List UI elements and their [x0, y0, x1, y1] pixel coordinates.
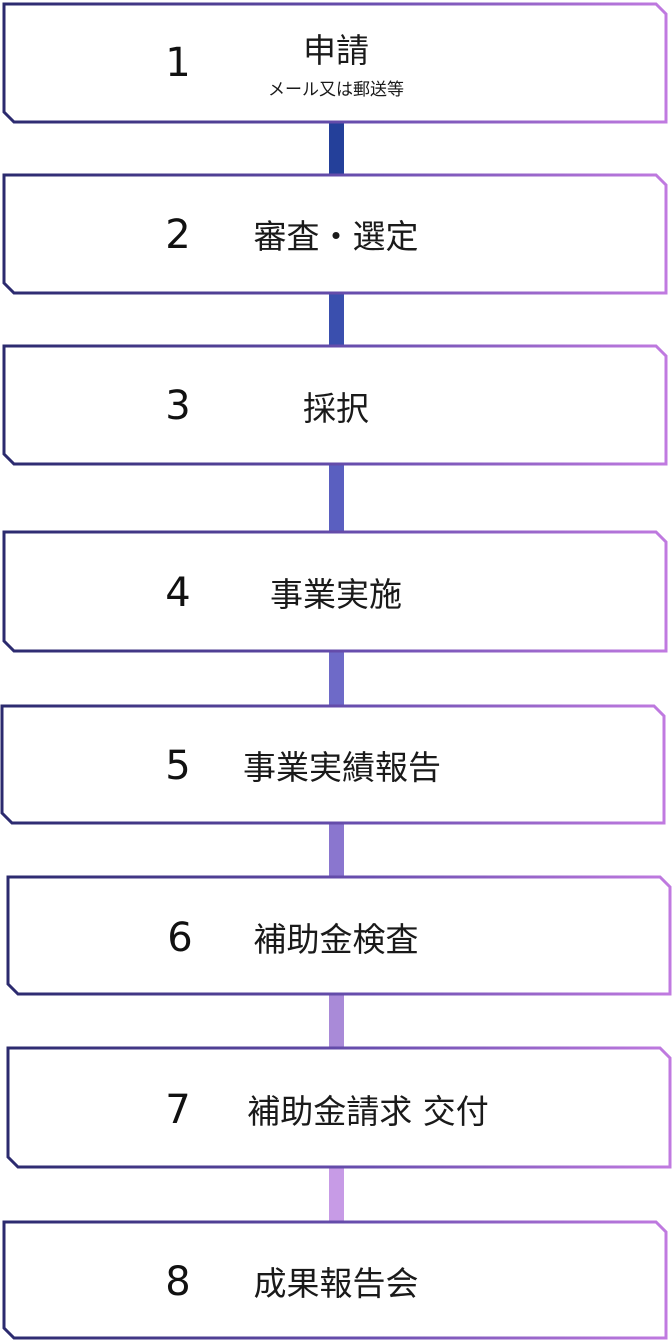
step-sublabel: メール又は郵送等: [268, 80, 404, 100]
step-3: 3 採択: [2, 344, 668, 466]
step-number: 5: [165, 743, 190, 789]
step-number: 7: [165, 1087, 190, 1133]
step-6: 6 補助金検査: [6, 875, 672, 996]
step-box: [6, 875, 672, 996]
connector-5-6: [329, 823, 344, 877]
step-label: 審査・選定: [254, 217, 419, 256]
step-label: 申請: [303, 31, 369, 70]
connector-4-5: [329, 651, 344, 706]
step-number: 3: [165, 383, 190, 429]
step-label: 事業実績報告: [243, 748, 441, 787]
step-2: 2 審査・選定: [2, 173, 668, 295]
connectors: [329, 122, 344, 1222]
step-label: 補助金請求 交付: [247, 1092, 489, 1131]
step-box: [6, 1046, 672, 1169]
step-number: 8: [165, 1259, 190, 1305]
step-number: 6: [167, 915, 192, 961]
step-1: 1 申請 メール又は郵送等: [2, 2, 668, 124]
step-7: 7 補助金請求 交付: [6, 1046, 672, 1169]
step-label: 補助金検査: [254, 920, 419, 959]
connector-1-2: [329, 122, 344, 175]
connector-6-7: [329, 994, 344, 1048]
connector-7-8: [329, 1167, 344, 1222]
connector-2-3: [329, 293, 344, 346]
step-box: [2, 1220, 668, 1340]
step-8: 8 成果報告会: [2, 1220, 668, 1340]
step-box: [2, 173, 668, 295]
step-number: 2: [165, 212, 190, 258]
step-box: [2, 530, 668, 653]
connector-3-4: [329, 464, 344, 532]
step-box: [2, 344, 668, 466]
step-number: 4: [165, 570, 190, 616]
step-box: [0, 704, 666, 825]
step-4: 4 事業実施: [2, 530, 668, 653]
step-5: 5 事業実績報告: [0, 704, 666, 825]
step-label: 事業実施: [270, 575, 402, 614]
step-box: [2, 2, 668, 124]
step-label: 採択: [303, 389, 369, 428]
step-label: 成果報告会: [254, 1264, 419, 1303]
step-number: 1: [165, 40, 190, 86]
